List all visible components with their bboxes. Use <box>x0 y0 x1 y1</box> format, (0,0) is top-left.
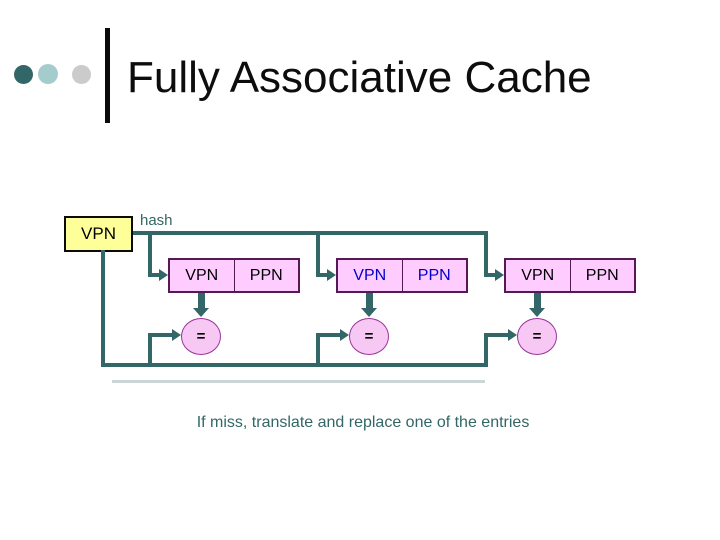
ppn-cell: PPN <box>249 266 283 284</box>
bullet-dot-icon <box>38 64 58 84</box>
ppn-cell: PPN <box>417 266 451 284</box>
slide-caption: If miss, translate and replace one of th… <box>196 414 530 431</box>
vpn-to-comparator-line <box>534 293 541 309</box>
compare-branch-line <box>316 335 320 367</box>
cache-entry-unit: VPN PPN = <box>148 231 320 373</box>
arrow-down-icon <box>529 308 545 317</box>
entry-in-arrow-line <box>316 273 329 277</box>
entry-in-arrow-line <box>148 273 161 277</box>
arrow-down-icon <box>361 308 377 317</box>
entry-in-arrow-line <box>484 273 497 277</box>
arrow-right-icon <box>340 329 349 341</box>
compare-branch-line <box>148 335 152 367</box>
bullet-dot-icon <box>72 65 91 84</box>
vpn-cell: VPN <box>170 260 235 291</box>
comparator-circle: = <box>181 318 221 355</box>
arrow-right-icon <box>172 329 181 341</box>
cache-entry-box: VPN PPN <box>168 258 300 293</box>
vpn-cell: VPN <box>506 260 571 291</box>
vpn-input-box: VPN <box>64 216 133 252</box>
compare-bus-line <box>101 363 488 367</box>
comparator-circle: = <box>517 318 557 355</box>
bullet-dot-icon <box>14 65 33 84</box>
vpn-to-comparator-line <box>198 293 205 309</box>
cache-entry-box: VPN PPN <box>336 258 468 293</box>
comparator-circle: = <box>349 318 389 355</box>
compare-branch-line <box>484 335 488 367</box>
cache-entry-box: VPN PPN <box>504 258 636 293</box>
cache-entry-unit: VPN PPN = <box>484 231 656 373</box>
equals-label: = <box>196 328 206 345</box>
vpn-input-label: VPN <box>81 224 116 243</box>
hash-branch-line <box>484 231 488 277</box>
hash-branch-line <box>148 231 152 277</box>
arrow-right-icon <box>495 269 504 281</box>
hash-label: hash <box>140 212 173 229</box>
comparator-in-arrow-line <box>484 333 509 337</box>
arrow-right-icon <box>159 269 168 281</box>
arrow-right-icon <box>508 329 517 341</box>
comparator-in-arrow-line <box>316 333 341 337</box>
vpn-cell: VPN <box>338 260 403 291</box>
hash-bus-line <box>133 231 485 235</box>
cache-entry-unit: VPN PPN = <box>316 231 488 373</box>
slide-title: Fully Associative Cache <box>127 53 592 102</box>
comparator-in-arrow-line <box>148 333 173 337</box>
equals-label: = <box>364 328 374 345</box>
equals-label: = <box>532 328 542 345</box>
vpn-to-comparator-line <box>366 293 373 309</box>
compare-bus-shadow <box>112 380 485 383</box>
title-divider-bar <box>105 28 110 123</box>
arrow-down-icon <box>193 308 209 317</box>
arrow-right-icon <box>327 269 336 281</box>
vpn-compare-drop-line <box>101 250 105 367</box>
hash-branch-line <box>316 231 320 277</box>
ppn-cell: PPN <box>585 266 619 284</box>
